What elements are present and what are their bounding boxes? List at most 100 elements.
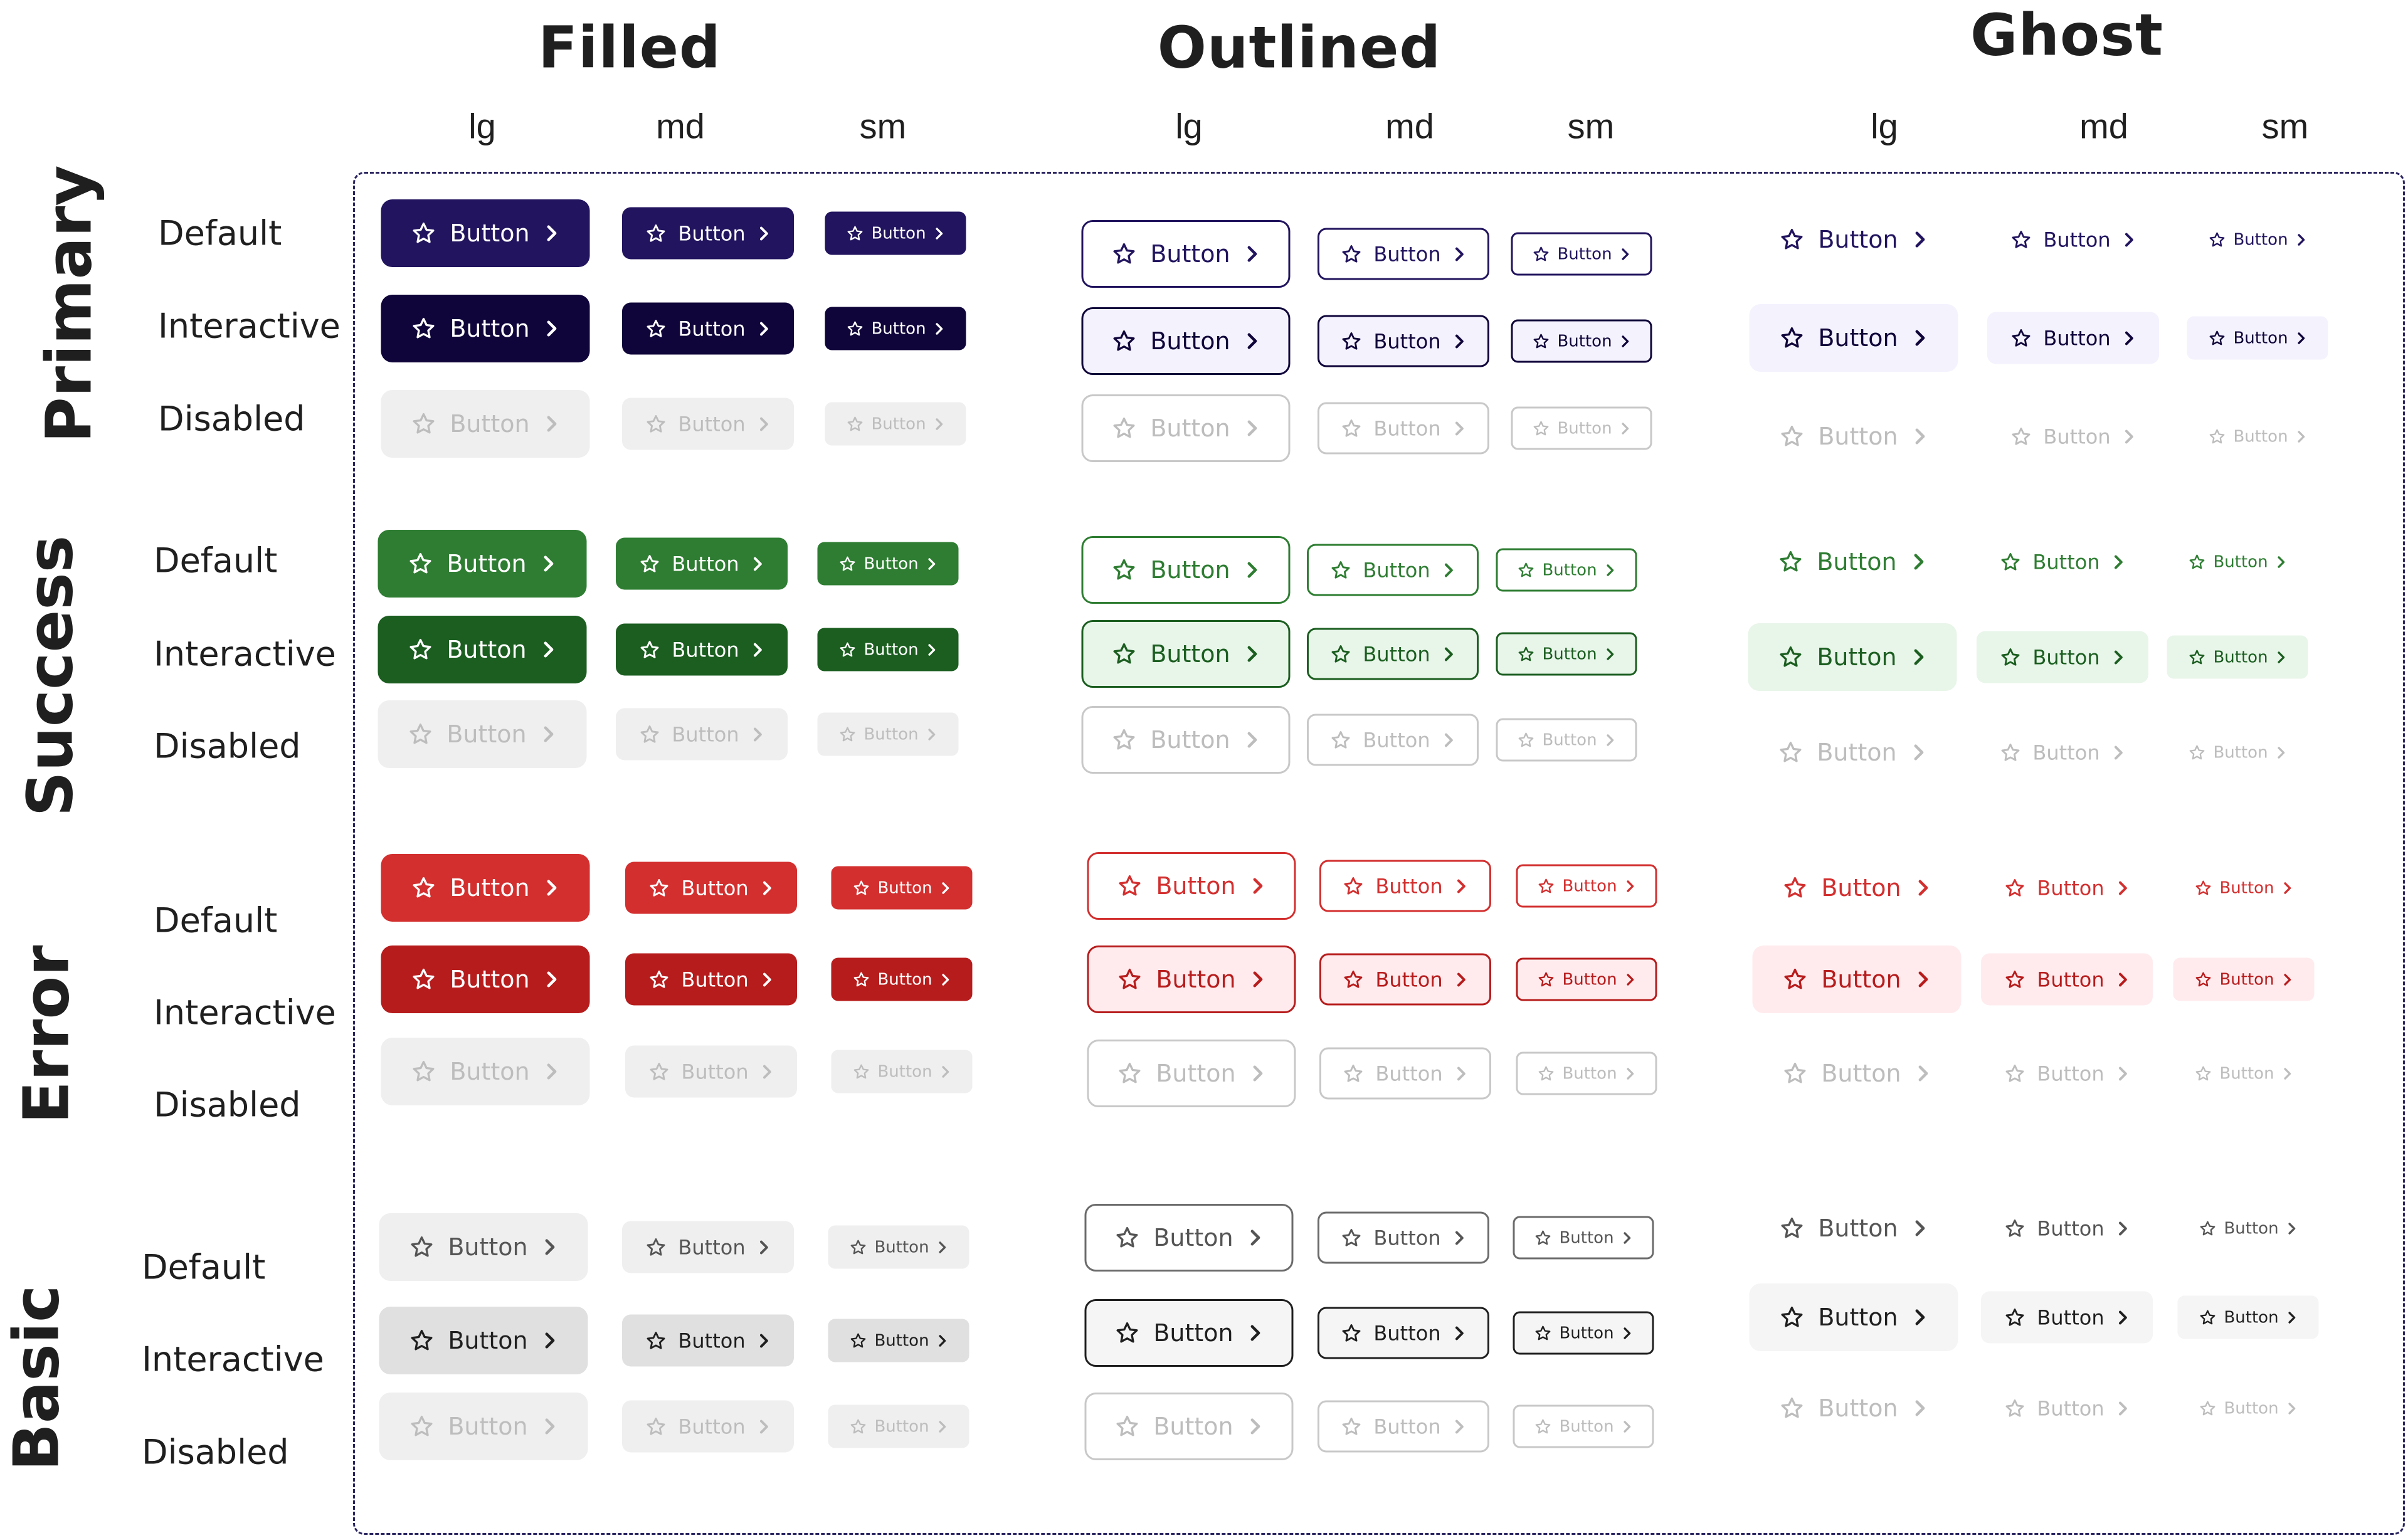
star-icon: [2188, 553, 2205, 571]
button-basic-filled-default-lg[interactable]: Button: [379, 1213, 588, 1281]
chevron-right-icon: [1915, 970, 1931, 989]
star-icon: [1537, 971, 1555, 988]
button-basic-ghost-interactive-sm[interactable]: Button: [2177, 1295, 2319, 1339]
state-label-success-default: Default: [154, 540, 278, 581]
button-success-ghost-default-sm[interactable]: Button: [2167, 540, 2308, 584]
button-label: Button: [1153, 1224, 1233, 1251]
button-basic-outlined-default-sm[interactable]: Button: [1513, 1216, 1654, 1260]
button-success-filled-disabled-sm: Button: [817, 712, 959, 756]
button-error-filled-default-sm[interactable]: Button: [831, 866, 973, 910]
button-success-outlined-interactive-md[interactable]: Button: [1307, 628, 1479, 680]
button-label: Button: [874, 1331, 929, 1350]
button-basic-filled-interactive-md[interactable]: Button: [622, 1314, 794, 1367]
chevron-right-icon: [1244, 332, 1260, 350]
button-basic-ghost-default-lg[interactable]: Button: [1750, 1194, 1958, 1262]
chevron-right-icon: [2116, 1400, 2130, 1416]
button-primary-outlined-interactive-lg[interactable]: Button: [1081, 307, 1291, 375]
button-basic-outlined-default-md[interactable]: Button: [1318, 1211, 1489, 1264]
button-label: Button: [672, 638, 739, 661]
size-label-filled-md: md: [656, 106, 705, 146]
variant-title-outlined: Outlined: [1157, 14, 1442, 82]
button-basic-outlined-interactive-md[interactable]: Button: [1318, 1307, 1489, 1359]
chevron-right-icon: [2286, 1221, 2298, 1235]
button-error-outlined-interactive-sm[interactable]: Button: [1516, 957, 1657, 1001]
button-error-ghost-default-md[interactable]: Button: [1981, 862, 2153, 914]
star-icon: [2199, 1219, 2216, 1237]
button-error-outlined-interactive-lg[interactable]: Button: [1087, 945, 1296, 1013]
button-success-outlined-interactive-sm[interactable]: Button: [1496, 632, 1637, 676]
button-success-filled-default-md[interactable]: Button: [616, 537, 788, 590]
button-basic-outlined-interactive-sm[interactable]: Button: [1513, 1311, 1654, 1355]
button-basic-ghost-interactive-lg[interactable]: Button: [1749, 1283, 1958, 1351]
button-label: Button: [1373, 1321, 1441, 1345]
button-basic-ghost-default-md[interactable]: Button: [1981, 1203, 2153, 1255]
button-primary-ghost-default-lg[interactable]: Button: [1750, 206, 1958, 273]
button-primary-filled-interactive-sm[interactable]: Button: [825, 307, 966, 350]
button-basic-ghost-default-sm[interactable]: Button: [2178, 1207, 2319, 1250]
button-error-outlined-default-sm[interactable]: Button: [1516, 864, 1657, 908]
button-primary-filled-default-md[interactable]: Button: [622, 207, 794, 260]
button-label: Button: [1375, 1061, 1443, 1085]
button-primary-outlined-default-lg[interactable]: Button: [1081, 220, 1291, 288]
button-success-filled-interactive-lg[interactable]: Button: [378, 616, 587, 683]
button-success-filled-default-sm[interactable]: Button: [817, 542, 959, 586]
button-error-ghost-interactive-sm[interactable]: Button: [2173, 957, 2315, 1001]
button-success-ghost-default-md[interactable]: Button: [1977, 536, 2148, 588]
button-error-outlined-interactive-md[interactable]: Button: [1319, 953, 1491, 1006]
button-primary-ghost-interactive-md[interactable]: Button: [1987, 312, 2159, 364]
button-success-outlined-default-lg[interactable]: Button: [1081, 536, 1291, 604]
button-basic-filled-default-md[interactable]: Button: [622, 1221, 794, 1273]
button-error-outlined-default-md[interactable]: Button: [1319, 860, 1491, 912]
button-success-outlined-interactive-lg[interactable]: Button: [1081, 620, 1291, 688]
button-success-ghost-default-lg[interactable]: Button: [1748, 528, 1957, 596]
button-primary-filled-interactive-md[interactable]: Button: [622, 302, 794, 355]
button-primary-outlined-interactive-md[interactable]: Button: [1318, 315, 1489, 367]
button-success-filled-interactive-md[interactable]: Button: [616, 623, 788, 676]
button-error-filled-default-lg[interactable]: Button: [381, 854, 590, 922]
button-primary-outlined-interactive-sm[interactable]: Button: [1511, 319, 1652, 363]
button-success-ghost-interactive-md[interactable]: Button: [1977, 631, 2148, 683]
button-basic-filled-interactive-lg[interactable]: Button: [379, 1307, 588, 1374]
button-primary-filled-disabled-lg: Button: [381, 390, 590, 458]
button-success-ghost-interactive-lg[interactable]: Button: [1748, 623, 1957, 691]
button-error-outlined-default-lg[interactable]: Button: [1087, 852, 1296, 920]
button-primary-filled-interactive-lg[interactable]: Button: [381, 295, 590, 362]
button-success-filled-default-lg[interactable]: Button: [378, 530, 587, 598]
chevron-right-icon: [940, 881, 951, 895]
button-basic-outlined-interactive-lg[interactable]: Button: [1084, 1299, 1294, 1367]
button-error-ghost-default-lg[interactable]: Button: [1753, 854, 1962, 922]
button-error-ghost-interactive-lg[interactable]: Button: [1752, 945, 1962, 1013]
button-success-filled-interactive-sm[interactable]: Button: [817, 628, 959, 672]
button-basic-filled-default-sm[interactable]: Button: [828, 1225, 969, 1269]
button-label: Button: [1818, 423, 1898, 450]
button-basic-ghost-interactive-md[interactable]: Button: [1981, 1291, 2153, 1344]
button-basic-filled-interactive-sm[interactable]: Button: [828, 1319, 969, 1362]
button-primary-ghost-default-md[interactable]: Button: [1987, 214, 2159, 266]
button-label: Button: [681, 967, 749, 991]
button-label: Button: [874, 1417, 929, 1436]
button-error-filled-default-md[interactable]: Button: [625, 861, 797, 914]
size-label-filled-lg: lg: [468, 106, 496, 146]
button-error-filled-interactive-sm[interactable]: Button: [831, 957, 973, 1001]
button-error-filled-interactive-lg[interactable]: Button: [381, 945, 590, 1013]
button-primary-outlined-default-sm[interactable]: Button: [1511, 232, 1652, 276]
star-icon: [2188, 744, 2205, 761]
star-icon: [1117, 873, 1142, 898]
button-primary-ghost-default-sm[interactable]: Button: [2187, 218, 2328, 261]
button-error-ghost-interactive-md[interactable]: Button: [1981, 953, 2153, 1006]
button-error-filled-interactive-md[interactable]: Button: [625, 953, 797, 1006]
button-error-ghost-default-sm[interactable]: Button: [2173, 866, 2315, 910]
button-success-ghost-interactive-sm[interactable]: Button: [2167, 635, 2308, 679]
button-label: Button: [2219, 1064, 2274, 1083]
button-primary-outlined-default-md[interactable]: Button: [1318, 228, 1489, 280]
button-primary-filled-default-lg[interactable]: Button: [381, 199, 590, 267]
chevron-right-icon: [937, 1240, 948, 1254]
star-icon: [645, 318, 667, 339]
button-success-outlined-default-md[interactable]: Button: [1307, 544, 1479, 596]
button-label: Button: [2224, 1399, 2279, 1418]
button-primary-ghost-interactive-lg[interactable]: Button: [1749, 304, 1958, 372]
button-basic-outlined-default-lg[interactable]: Button: [1084, 1204, 1294, 1272]
button-success-outlined-default-sm[interactable]: Button: [1496, 548, 1637, 592]
button-primary-ghost-interactive-sm[interactable]: Button: [2187, 316, 2328, 360]
button-primary-filled-default-sm[interactable]: Button: [825, 211, 966, 255]
